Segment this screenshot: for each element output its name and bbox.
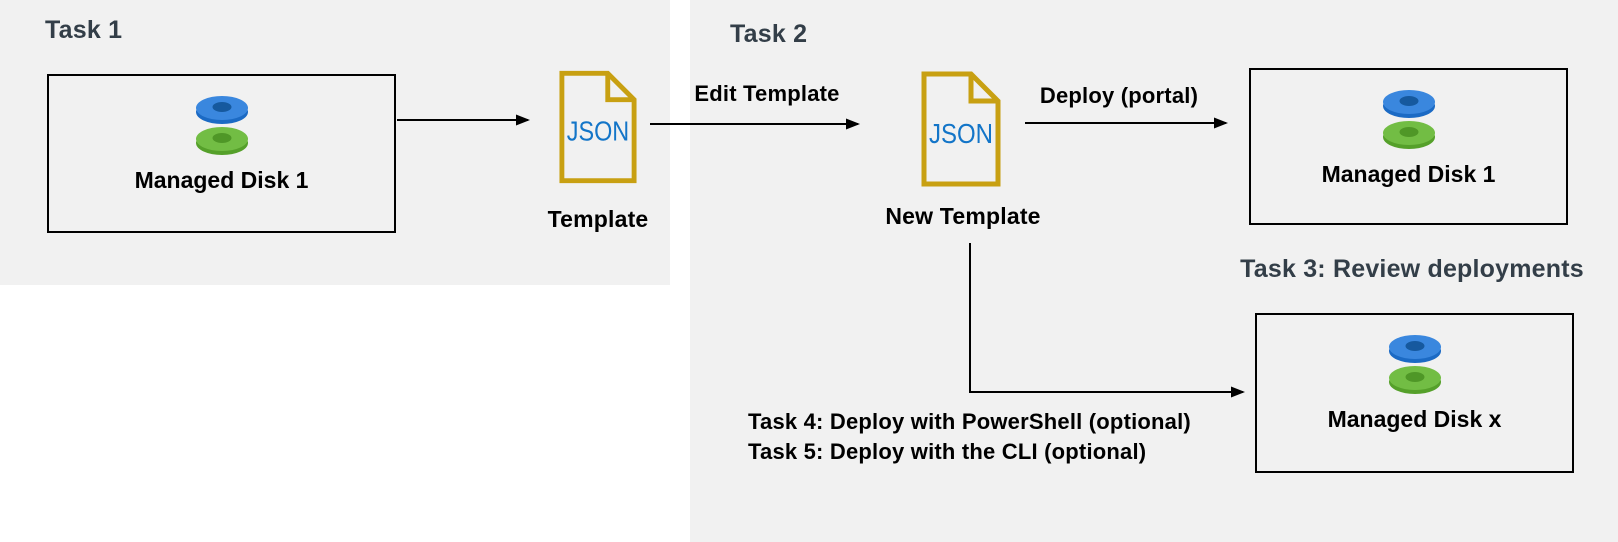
managed-disk-1-deployed-label: Managed Disk 1 — [1321, 161, 1496, 187]
task1-heading: Task 1 — [45, 16, 123, 44]
deploy-portal-label: Deploy (portal) — [1039, 83, 1199, 108]
task4-heading: Task 4: Deploy with PowerShell (optional… — [748, 409, 1191, 434]
task2-heading: Task 2 — [730, 20, 808, 48]
managed-disk-x-label: Managed Disk x — [1327, 406, 1502, 432]
json-template-file-icon: JSON — [559, 70, 637, 184]
task5-heading: Task 5: Deploy with the CLI (optional) — [748, 439, 1147, 464]
json-file-text: JSON — [929, 118, 993, 149]
managed-disk-x-box: Managed Disk x — [1255, 313, 1574, 473]
managed-disk-1-source-box: Managed Disk 1 — [47, 74, 396, 233]
template-label: Template — [547, 206, 649, 232]
new-template-label: New Template — [885, 203, 1041, 229]
edit-template-label: Edit Template — [694, 81, 840, 106]
managed-disk-icon — [1382, 90, 1435, 149]
managed-disk-icon — [195, 96, 248, 155]
json-file-text: JSON — [567, 116, 629, 147]
task4-task5-headings: Task 4: Deploy with PowerShell (optional… — [748, 407, 1191, 467]
managed-disk-1-source-label: Managed Disk 1 — [134, 167, 309, 193]
task3-heading: Task 3: Review deployments — [1240, 255, 1584, 283]
managed-disk-icon — [1388, 335, 1441, 394]
json-new-template-file-icon: JSON — [921, 71, 1001, 187]
task1-panel-background — [0, 0, 670, 285]
managed-disk-1-deployed-box: Managed Disk 1 — [1249, 68, 1568, 225]
